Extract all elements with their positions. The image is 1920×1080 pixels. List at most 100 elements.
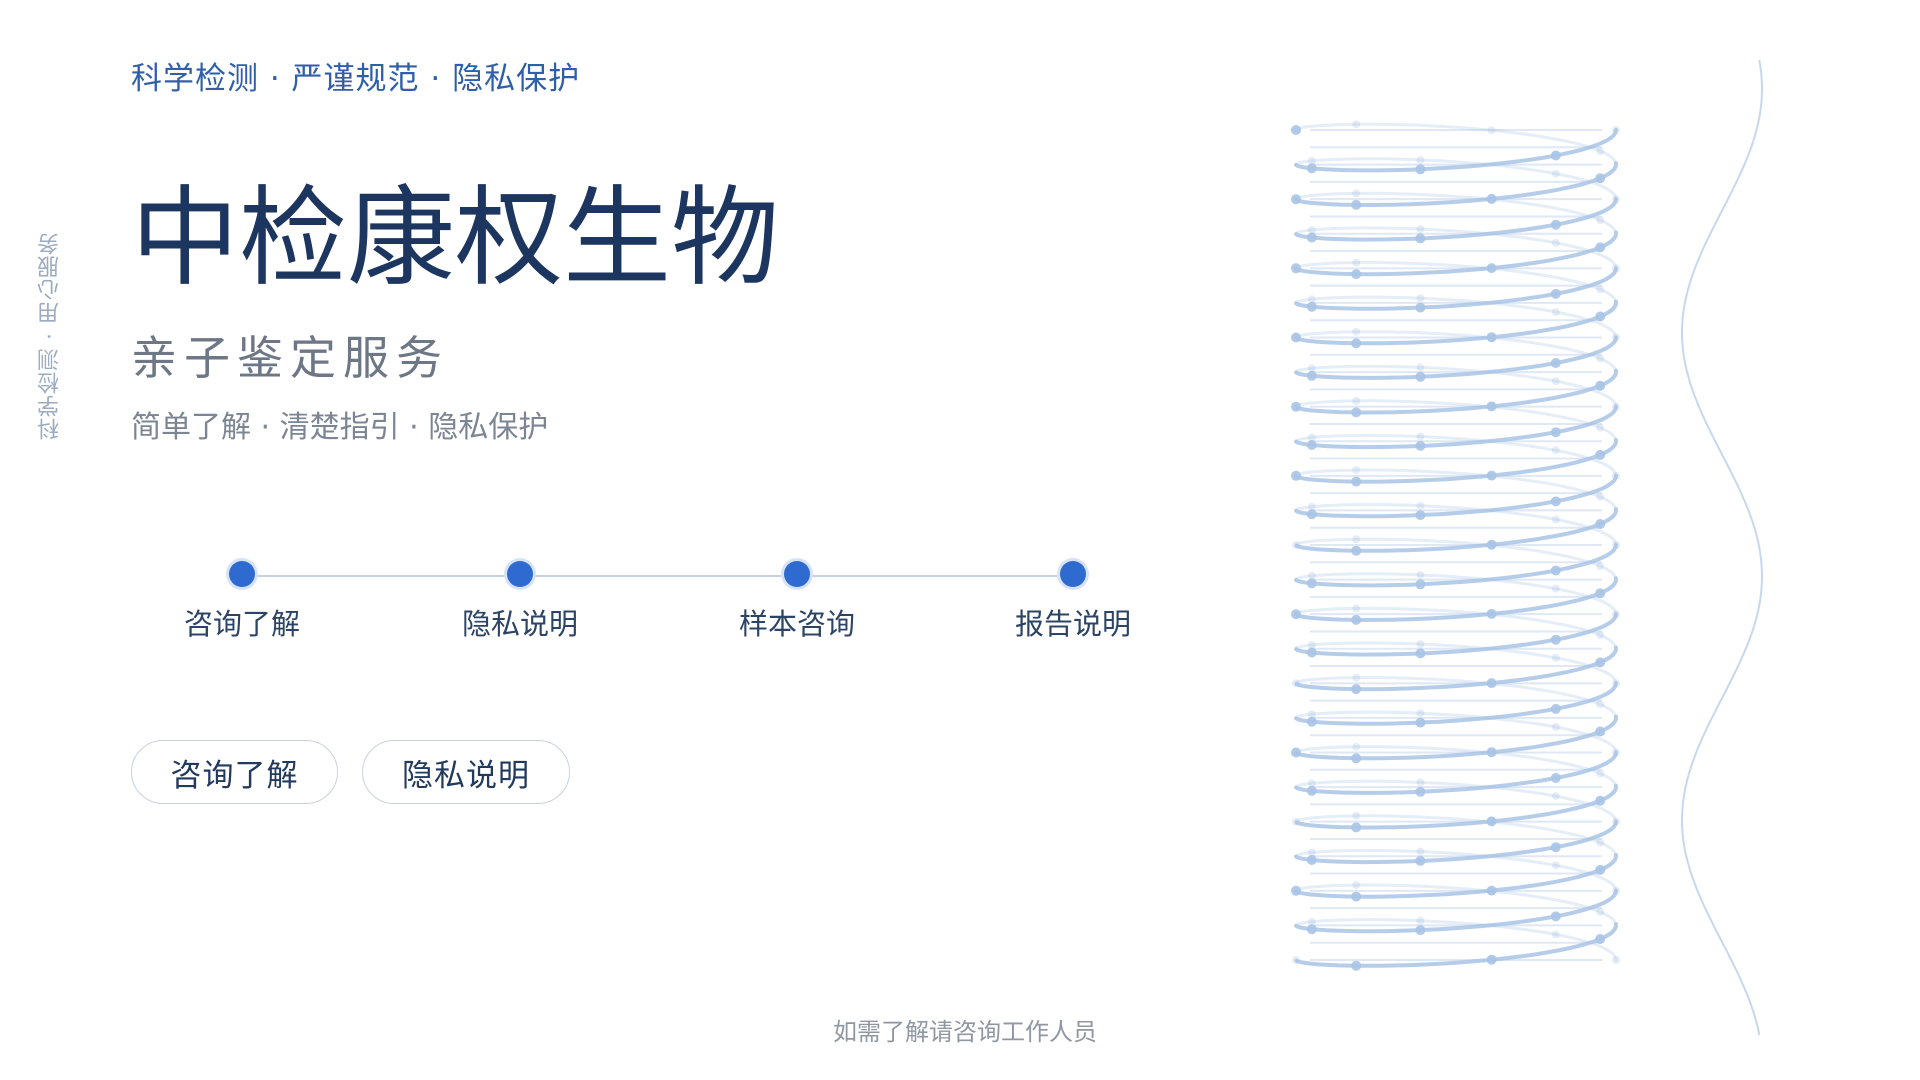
consult-button[interactable]: 咨询了解 [131, 740, 338, 804]
steps-connector-line [242, 575, 1072, 577]
helix-bead [1415, 371, 1426, 382]
helix-bead [1550, 219, 1561, 230]
helix-bead [1612, 195, 1620, 204]
helix-strand-segment [1294, 197, 1618, 242]
helix-strand-segment [1294, 503, 1618, 547]
helix-bead [1292, 679, 1300, 688]
helix-strand-segment [1294, 473, 1618, 519]
step-dot-icon [229, 561, 255, 587]
helix-bead [1416, 916, 1425, 925]
helix-bead [1291, 470, 1301, 481]
helix-bead [1486, 954, 1497, 965]
helix-bead [1595, 449, 1606, 460]
helix-bead [1307, 226, 1316, 234]
helix-bead [1352, 466, 1361, 475]
helix-bead [1352, 120, 1361, 129]
helix-bead [1307, 433, 1316, 442]
helix-strand-segment [1294, 128, 1618, 173]
helix-bead [1291, 194, 1301, 205]
helix-bead [1487, 195, 1496, 204]
service-subtitle: 简单了解 · 清楚指引 · 隐私保护 [131, 410, 549, 445]
helix-bead [1352, 535, 1361, 544]
helix-bead [1352, 327, 1361, 336]
helix-bead [1550, 150, 1561, 161]
helix-bead [1551, 377, 1560, 386]
helix-bead [1612, 264, 1620, 273]
helix-bead [1352, 811, 1361, 820]
helix-bead [1416, 225, 1425, 234]
helix-strand-segment [1294, 226, 1618, 270]
helix-bead [1306, 647, 1317, 658]
helix-bead [1612, 402, 1620, 411]
helix-bead [1416, 363, 1425, 372]
helix-bead [1415, 648, 1426, 659]
helix-bead [1612, 886, 1620, 895]
step-label: 报告说明 [1014, 607, 1131, 641]
step-dot-icon [1060, 561, 1086, 587]
helix-bead [1596, 907, 1605, 916]
helix-bead [1596, 838, 1605, 847]
helix-bead [1415, 717, 1426, 728]
service-title: 亲子鉴定服务 [131, 331, 449, 385]
helix-bead [1291, 609, 1301, 620]
helix-strand-segment [1294, 681, 1618, 726]
helix-bead [1307, 641, 1316, 649]
helix-bead [1351, 338, 1362, 349]
process-steps: 咨询了解 隐私说明 样本咨询 报告说明 [140, 555, 1140, 655]
helix-bead [1612, 333, 1620, 342]
helix-bead [1352, 604, 1361, 613]
helix-bead [1596, 631, 1605, 640]
helix-bead [1307, 364, 1316, 373]
helix-bead [1487, 887, 1496, 896]
helix-strand-segment [1294, 641, 1618, 685]
helix-bead [1351, 269, 1362, 280]
helix-bead [1612, 610, 1620, 619]
helix-bead [1551, 723, 1560, 731]
helix-bead [1595, 588, 1606, 599]
helix-strand-segment [1294, 710, 1618, 754]
helix-bead [1487, 264, 1496, 273]
helix-bead [1415, 579, 1426, 590]
helix-bead [1596, 423, 1605, 432]
step-consult: 咨询了解 [152, 555, 332, 643]
helix-bead [1486, 401, 1497, 412]
helix-bead [1596, 700, 1605, 709]
helix-bead [1307, 710, 1316, 719]
helix-bead [1351, 891, 1362, 902]
step-report: 报告说明 [983, 555, 1163, 643]
helix-bead [1416, 432, 1425, 441]
helix-bead [1307, 779, 1316, 788]
helix-bead [1612, 679, 1620, 688]
helix-bead [1306, 509, 1317, 520]
privacy-button[interactable]: 隐私说明 [362, 740, 570, 804]
helix-bead [1307, 571, 1316, 580]
helix-bead [1351, 822, 1362, 833]
helix-bead [1550, 773, 1561, 783]
helix-bead [1550, 427, 1561, 438]
helix-bead [1351, 407, 1362, 418]
helix-bead [1306, 232, 1317, 243]
helix-bead [1292, 817, 1300, 826]
helix-bead [1487, 679, 1496, 688]
helix-bead [1416, 640, 1425, 649]
helix-bead [1306, 855, 1317, 865]
helix-strand-segment [1294, 918, 1618, 962]
helix-bead [1551, 515, 1560, 524]
helix-bead [1292, 956, 1300, 964]
footer-note: 如需了解请咨询工作人员 [833, 1018, 1097, 1046]
helix-bead [1596, 285, 1605, 294]
helix-bead [1415, 510, 1426, 521]
helix-bead [1595, 519, 1606, 529]
helix-strand-segment [1294, 819, 1618, 865]
helix-bead [1596, 769, 1605, 778]
helix-bead [1307, 156, 1316, 165]
helix-bead [1351, 753, 1362, 764]
helix-bead [1306, 716, 1317, 727]
helix-bead [1612, 748, 1620, 757]
helix-strand-segment [1294, 404, 1618, 450]
helix-bead [1351, 614, 1362, 625]
helix-bead [1306, 301, 1317, 312]
helix-bead [1486, 263, 1497, 274]
helix-beads [1291, 120, 1620, 971]
